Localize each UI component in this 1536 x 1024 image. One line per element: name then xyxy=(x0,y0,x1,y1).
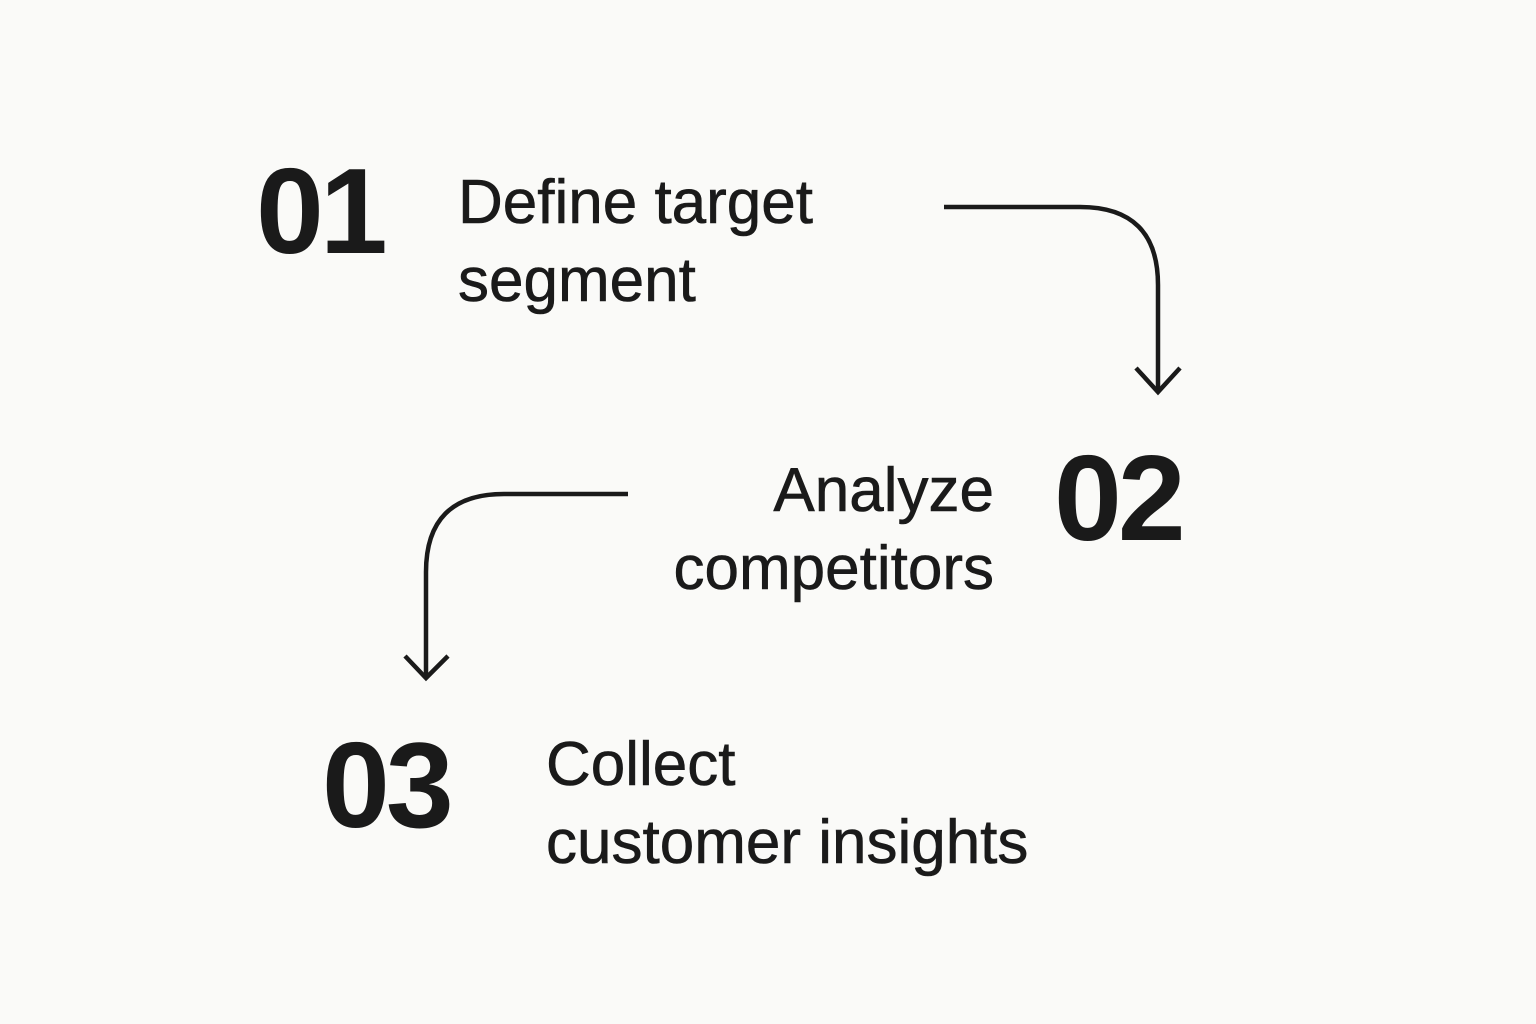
arrow-step1-to-step2-icon xyxy=(944,204,1161,392)
arrow-step2-to-step3-icon xyxy=(423,491,628,678)
step-3-label-line-1: Collect xyxy=(546,730,736,800)
step-2-label: Analyze competitors xyxy=(600,452,994,608)
step-3-label: Collect customer insights xyxy=(546,726,1029,882)
step-1-number: 01 xyxy=(256,143,388,279)
step-1-label-line-1: Define target xyxy=(458,168,814,238)
arrowhead-step2-icon xyxy=(1134,366,1182,396)
step-2-label-line-2: competitors xyxy=(673,534,994,604)
step-1-label-line-2: segment xyxy=(458,246,696,316)
arrowhead-step3-icon xyxy=(403,654,450,682)
step-1-label: Define target segment xyxy=(458,164,814,320)
step-3-number: 03 xyxy=(322,717,454,853)
step-3-label-line-2: customer insights xyxy=(546,808,1029,878)
step-2-number: 02 xyxy=(1054,430,1186,566)
step-2-label-line-1: Analyze xyxy=(773,456,994,526)
